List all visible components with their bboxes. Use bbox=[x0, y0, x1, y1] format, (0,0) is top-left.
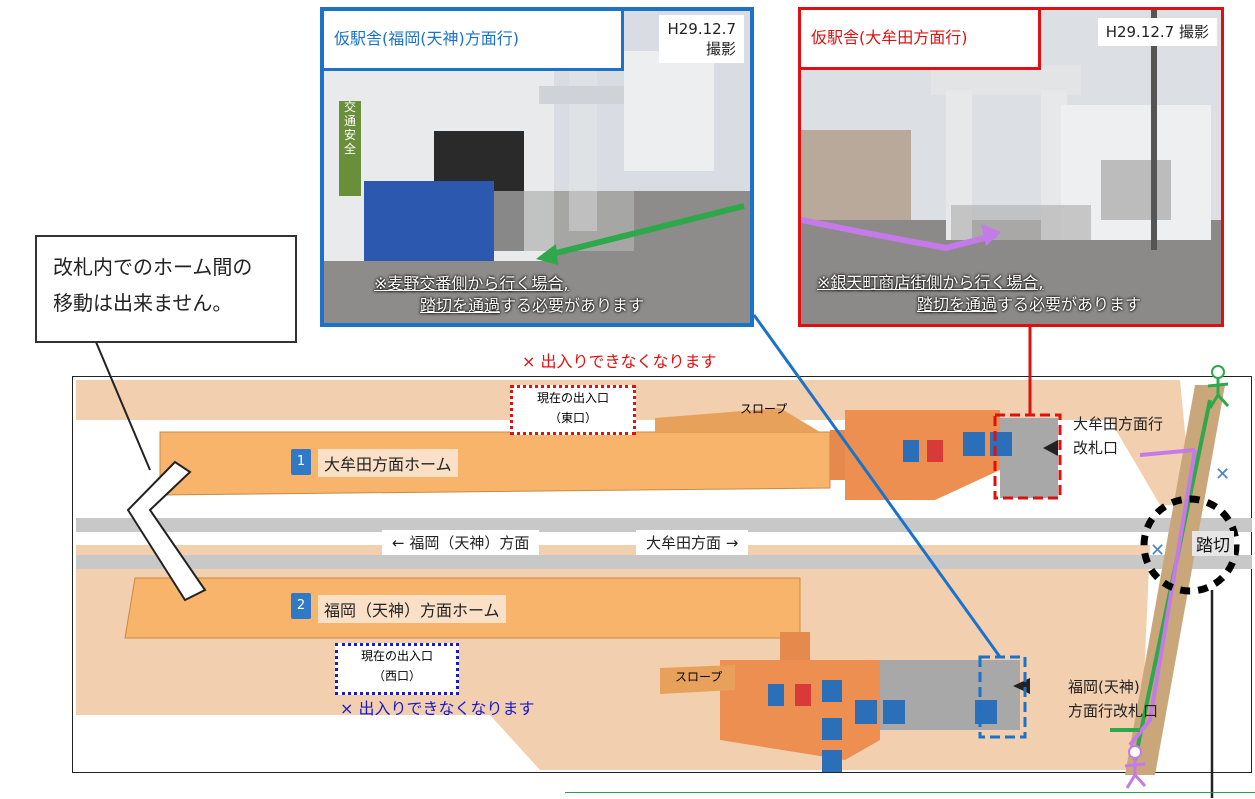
baby-care-icon bbox=[822, 718, 842, 740]
photo-right-tag: 仮駅舎(大牟田方面行) bbox=[801, 10, 1041, 70]
west-exit-line1: 現在の出入口 bbox=[360, 649, 433, 663]
ticket-machine-icon bbox=[883, 700, 905, 724]
accessible-toilet-icon bbox=[822, 680, 842, 702]
no-transfer-arrow bbox=[126, 460, 207, 602]
gate-bottom-line1: 福岡(天神) bbox=[1068, 678, 1140, 696]
callout-note-line bbox=[95, 341, 151, 471]
concourse-top bbox=[845, 410, 1000, 500]
toilet-men-icon-south bbox=[768, 684, 784, 706]
west-exit-line2: （西口） bbox=[372, 669, 421, 683]
gate-bottom-highlight bbox=[978, 655, 1027, 739]
platform-2-name: 福岡（天神）方面ホーム bbox=[318, 595, 506, 623]
gate-top-area bbox=[1000, 418, 1058, 498]
slope-top-ramp bbox=[655, 408, 820, 432]
toilet-women-icon bbox=[927, 440, 943, 462]
photo-right-caption-line1: ※銀天町商店街側から行く場合, bbox=[817, 273, 1044, 292]
slope-label-top: スロープ bbox=[740, 402, 788, 416]
photo-left-caption: ※麦野交番側から行く場合, 踏切を通過する必要があります bbox=[374, 273, 644, 317]
slope-label-bottom: スロープ bbox=[675, 670, 723, 684]
gate-bottom-line2: 方面行改札口 bbox=[1068, 702, 1159, 720]
photo-right-caption-rest: する必要があります bbox=[997, 295, 1142, 314]
crossing-signal-north: ✕ bbox=[1215, 464, 1230, 485]
note-line-2: 移動は出来ません。 bbox=[53, 291, 233, 315]
crossing-signal-south: ✕ bbox=[1150, 540, 1165, 561]
gate-top-line2: 改札口 bbox=[1073, 439, 1119, 457]
escalator-icon-south bbox=[855, 700, 877, 724]
attendant-icon bbox=[990, 432, 1012, 456]
escalator-icon bbox=[963, 432, 985, 456]
photo-omuta-bound-station: 仮駅舎(大牟田方面行) H29.12.7 撮影 ※銀天町商店街側から行く場合, … bbox=[798, 7, 1224, 327]
photo-right-date: H29.12.7 撮影 bbox=[1097, 18, 1217, 46]
note-box: 改札内でのホーム間の 移動は出来ません。 bbox=[35, 235, 297, 343]
photo-left-caption-rest: する必要があります bbox=[500, 296, 645, 315]
west-exit-label: 現在の出入口 （西口） bbox=[335, 643, 459, 695]
crossing-label: 踏切 bbox=[1192, 531, 1234, 556]
bottom-info-border bbox=[565, 792, 1255, 799]
platform-1 bbox=[159, 431, 831, 496]
toilet-women-icon-south bbox=[795, 684, 811, 706]
ostomate-icon bbox=[822, 750, 842, 772]
sign-text: 交通安全 bbox=[344, 99, 356, 156]
walker-north-icon bbox=[1211, 365, 1225, 379]
photo-left-tag: 仮駅舎(福岡(天神)方面行) bbox=[324, 11, 624, 71]
platform-1-number: 1 bbox=[291, 449, 311, 475]
gate-top-pointer bbox=[1043, 440, 1058, 456]
photo-left-caption-line1: ※麦野交番側から行く場合, bbox=[374, 274, 569, 293]
east-exit-label: 現在の出入口 （東口） bbox=[510, 385, 636, 435]
callout-blue-line bbox=[752, 314, 1002, 658]
gate-bottom-label: 福岡(天神) 方面行改札口 bbox=[1068, 675, 1158, 723]
platform-2-number: 2 bbox=[291, 593, 311, 619]
gate-top-label: 大牟田方面行 改札口 bbox=[1073, 412, 1163, 460]
station-map-frame bbox=[72, 376, 1252, 773]
east-exit-line1: 現在の出入口 bbox=[536, 391, 609, 405]
photo-right-caption-underline: 踏切を通過 bbox=[917, 295, 998, 314]
direction-omuta: 大牟田方面 → bbox=[636, 530, 749, 555]
east-exit-line2: （東口） bbox=[548, 411, 597, 425]
direction-fukuoka: ← 福岡（天神）方面 bbox=[382, 530, 540, 555]
track-upper bbox=[76, 518, 1252, 532]
walker-south-icon bbox=[1128, 745, 1142, 759]
photo-right-caption: ※銀天町商店街側から行く場合, 踏切を通過する必要があります bbox=[817, 272, 1141, 316]
attendant-icon-south bbox=[975, 700, 997, 724]
photo-left-date-line1: H29.12.7 bbox=[667, 20, 736, 38]
toilet-men-icon bbox=[903, 440, 919, 462]
warning-east-exit: × 出入りできなくなります bbox=[522, 352, 717, 371]
gate-top-line1: 大牟田方面行 bbox=[1073, 415, 1164, 433]
slope-bottom-ramp bbox=[660, 665, 735, 694]
platform-1-name: 大牟田方面ホーム bbox=[318, 449, 458, 477]
gate-top-highlight bbox=[993, 413, 1062, 500]
note-line-1: 改札内でのホーム間の bbox=[53, 255, 253, 279]
photo-left-date: H29.12.7 撮影 bbox=[659, 15, 744, 63]
purple-route-top bbox=[1139, 448, 1196, 457]
photo-fukuoka-bound-station: 交通安全 仮駅舎(福岡(天神)方面行) H29.12.7 撮影 ※麦野交番側から… bbox=[320, 7, 754, 327]
track-lower bbox=[76, 555, 1252, 569]
warning-west-exit: × 出入りできなくなります bbox=[340, 699, 535, 718]
photo-left-caption-underline: 踏切を通過 bbox=[420, 296, 501, 315]
purple-route-main bbox=[1128, 449, 1197, 747]
photo-left-date-line2: 撮影 bbox=[705, 40, 736, 58]
crossing-circle bbox=[1140, 495, 1240, 595]
